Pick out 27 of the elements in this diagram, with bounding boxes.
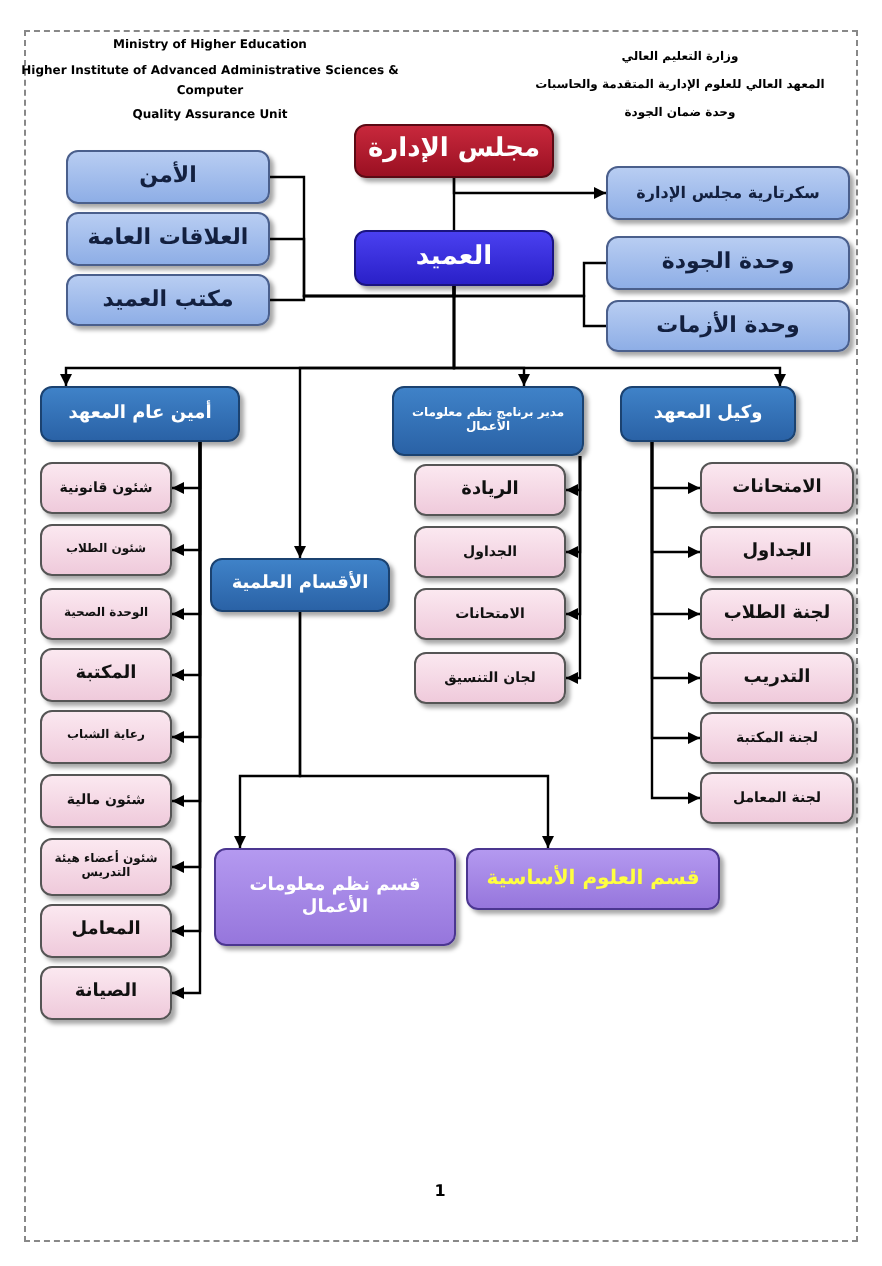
unit-box: العلاقات العامة [66, 212, 270, 266]
manager-box: وكيل المعهد [620, 386, 796, 442]
department-box: الجداول [700, 526, 854, 578]
unit-box: وحدة الجودة [606, 236, 850, 290]
arrow [298, 612, 554, 848]
department-box: قسم العلوم الأساسية [466, 848, 720, 910]
dean-box: العميد [354, 230, 554, 286]
page-number: 1 [432, 1180, 448, 1204]
manager-box: الأقسام العلمية [210, 558, 390, 612]
department-box: الصيانة [40, 966, 172, 1020]
board-box: مجلس الإدارة [354, 124, 554, 178]
department-box: المكتبة [40, 648, 172, 702]
arrow [650, 442, 700, 804]
arrow [566, 456, 582, 684]
unit-box: مكتب العميد [66, 274, 270, 326]
arrow [294, 286, 456, 558]
unit-box: سكرتارية مجلس الإدارة [606, 166, 850, 220]
manager-box: أمين عام المعهد [40, 386, 240, 442]
unit-box: وحدة الأزمات [606, 300, 850, 352]
department-box: التدريب [700, 652, 854, 704]
unit-box: الأمن [66, 150, 270, 204]
department-box: قسم نظم معلومات الأعمال [214, 848, 456, 946]
department-box: المعامل [40, 904, 172, 958]
connector-line [452, 178, 456, 230]
department-box: لجنة الطلاب [700, 588, 854, 640]
department-box: الامتحانات [700, 462, 854, 514]
department-box: الريادة [414, 464, 566, 516]
